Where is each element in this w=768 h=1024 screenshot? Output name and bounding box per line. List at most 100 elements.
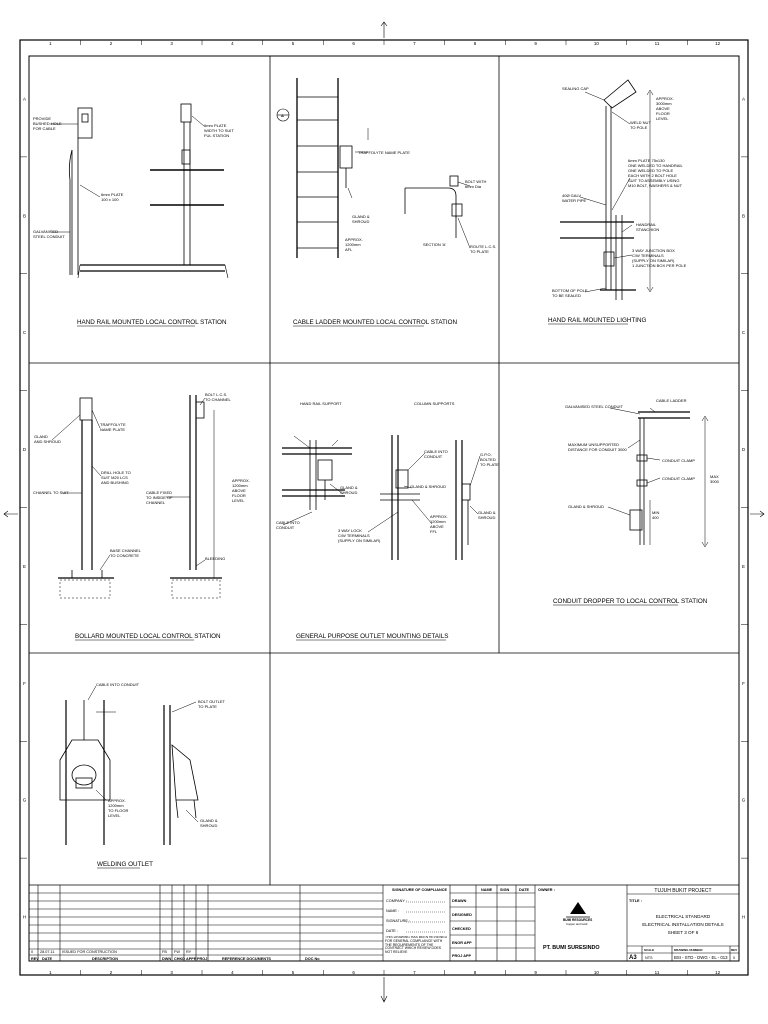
approval-field: NAME : <box>386 909 399 913</box>
grid-column-label: 4 <box>231 970 234 975</box>
conduit-label: MAXIMUM UNSUPPORTED <box>568 442 619 447</box>
rev-header: APPR <box>186 957 197 961</box>
cable-ladder-label: APPROX. <box>345 237 363 242</box>
cable-ladder-drawing <box>296 78 463 258</box>
title-line: ELECTRICAL STANDARD <box>656 914 711 919</box>
gp-outlet-label: CABLE INTO <box>424 449 448 454</box>
grid-column-label: 1 <box>49 970 52 975</box>
lighting-label: 3000mm <box>656 101 672 106</box>
hand-rail-lcs-label: 100 x 100 <box>101 197 119 202</box>
hand-rail-lcs-label: WIDTH TO SUIT <box>204 128 234 133</box>
welding-label: BOLT OUTLET <box>198 699 226 704</box>
hand-rail-lcs-panel: PROVIDE BUSHED HOLE FOR CABLE 6mm PLATE … <box>33 103 234 327</box>
bollard-label: GLAND <box>34 434 48 439</box>
title-info: TUJUH BUKIT PROJECT TITLE : ELECTRICAL S… <box>629 888 737 961</box>
hand-rail-lighting-panel: SEALING CAP APPROX. 3000mm ABOVE FLOOR L… <box>548 79 687 325</box>
conduit-label: DISTANCE FOR CONDUIT 3000 <box>568 447 628 452</box>
conduit-label: CONDUIT CLAMP <box>662 458 695 463</box>
hand-rail-lcs-label: 6mm PLATE <box>204 123 227 128</box>
rev-row-chkd: FW <box>174 950 180 954</box>
lighting-label: 1 JUNCTION BOX PER POLE <box>632 263 687 268</box>
title-line: ELECTRICAL INSTALLATION DETAILS <box>642 922 724 927</box>
lighting-label: BOTTOM OF POLE <box>552 288 588 293</box>
bollard-label: LEVEL <box>232 498 245 503</box>
approval-col-header: SIGN <box>500 888 510 892</box>
grid-column-label: 9 <box>534 41 537 46</box>
scale-label: SCALE <box>644 948 654 952</box>
cable-ladder-lcs-panel: A TRAFFOLYTE NAME PLATE BOLT WITH 6mm Di… <box>276 78 496 327</box>
grid-column-label: 9 <box>534 970 537 975</box>
grid-column-label: 12 <box>715 970 721 975</box>
rev-header: DWN <box>162 957 171 961</box>
welding-drawing <box>59 700 199 845</box>
conduit-drawing <box>629 411 709 548</box>
grid-row-label: C <box>742 330 746 335</box>
grid-row-label: A <box>23 96 26 101</box>
rev-header: REFERENCE DOCUMENTS <box>222 957 271 961</box>
gp-outlet-label: CABLE INTO <box>276 520 300 525</box>
grid-column-label: 11 <box>655 970 660 975</box>
logo-caption: BUMI RESOURCES <box>563 918 592 922</box>
owner-company: PT. BUMI SURESINDO <box>543 945 600 951</box>
grid-column-label: 5 <box>292 41 295 46</box>
lighting-label: SEALING CAP <box>562 86 589 91</box>
conduit-label: GLAND & SHROUD <box>568 504 604 509</box>
lighting-label: C/W TERMINALS <box>632 253 664 258</box>
gp-outlet-label: CONDUIT <box>424 454 443 459</box>
cable-ladder-label: TRAFFOLYTE NAME PLATE <box>358 150 410 155</box>
lighting-label: 6mm PLATE 75x130 <box>628 158 665 163</box>
bollard-lcs-title: BOLLARD MOUNTED LOCAL CONTROL STATION <box>75 633 221 640</box>
cable-ladder-label: ROUTE L.C.S. <box>470 244 496 249</box>
conduit-label: CABLE LADDER <box>656 398 687 403</box>
bumi-resources-logo: BUMI RESOURCES Copper and Gold <box>563 902 592 926</box>
grid-column-label: 3 <box>170 970 173 975</box>
rev-header: PROJ <box>197 957 207 961</box>
rev-header: DESCRIPTION <box>92 957 118 961</box>
grid-column-label: 8 <box>474 41 477 46</box>
grid-column-label: 6 <box>352 41 355 46</box>
gp-outlet-label: TO PLATE <box>480 462 499 467</box>
gp-outlet-label: HAND RAIL SUPPORT <box>300 401 342 406</box>
grid-column-label: 11 <box>655 41 660 46</box>
scale-value: NTS <box>645 956 653 960</box>
bollard-label: CHANNEL TO SUIT <box>33 490 69 495</box>
cable-ladder-label: 1200mm <box>345 242 361 247</box>
rev-row-description: ISSUED FOR CONSTRUCTION <box>62 950 117 954</box>
approval-col-header: NAME <box>481 888 493 892</box>
approval-heading: SIGNATURE OF COMPLIANCE <box>392 888 447 892</box>
gp-outlet-label: CONDUIT <box>276 525 295 530</box>
hand-rail-lcs-label: STEEL CONDUIT <box>33 234 65 239</box>
grid-column-label: 6 <box>352 970 355 975</box>
gp-outlet-label: GLAND & <box>478 510 496 515</box>
grid-column-label: 10 <box>594 970 600 975</box>
approval-role: DRAWN <box>452 899 467 903</box>
hand-rail-lcs-title: HAND RAIL MOUNTED LOCAL CONTROL STATION <box>77 319 227 326</box>
hand-rail-lcs-label: BUSHED HOLE <box>33 121 62 126</box>
gp-outlet-panel: HAND RAIL SUPPORT COLUMN SUPPORTS CABLE … <box>276 401 499 641</box>
cable-ladder-label: SECTION 'A' <box>423 242 446 247</box>
lighting-label: STANCHION <box>636 227 659 232</box>
welding-outlet-panel: CABLE INTO CONDUIT BOLT OUTLET TO PLATE … <box>59 682 226 869</box>
gp-outlet-label: BOLTED <box>480 457 496 462</box>
gp-outlet-label: GLAND & SHROUD <box>410 484 446 489</box>
conduit-label: MAX <box>710 474 719 479</box>
title-block: 0 28.07.11 ISSUED FOR CONSTRUCTION FB FW… <box>29 885 739 961</box>
approval-field: SIGNATURE : <box>386 919 410 923</box>
grid-column-label: 10 <box>594 41 600 46</box>
grid-row-label: H <box>742 915 745 920</box>
grid-row-label: G <box>23 798 27 803</box>
welding-label: APPROX. <box>108 798 126 803</box>
rev-header: DOC No <box>305 957 320 961</box>
drawing-number-label: DRAWING NUMBER <box>674 948 703 952</box>
hand-rail-lcs-label: GALVANISED <box>33 229 58 234</box>
gp-outlet-label: C/W TERMINALS <box>338 533 370 538</box>
lighting-label: ONE WELDED TO POLE <box>628 168 674 173</box>
gp-outlet-title: GENERAL PURPOSE OUTLET MOUNTING DETAILS <box>296 633 448 640</box>
grid-column-label: 3 <box>170 41 173 46</box>
cable-ladder-lcs-title: CABLE LADDER MOUNTED LOCAL CONTROL STATI… <box>293 319 458 326</box>
grid-row-label: F <box>742 681 745 686</box>
lighting-label: ONE WELDED TO HANDRAIL <box>628 163 684 168</box>
rev-value: 0 <box>733 956 735 960</box>
bollard-label: TO INSIDE OF <box>146 495 173 500</box>
owner-label: OWNER : <box>538 888 555 892</box>
